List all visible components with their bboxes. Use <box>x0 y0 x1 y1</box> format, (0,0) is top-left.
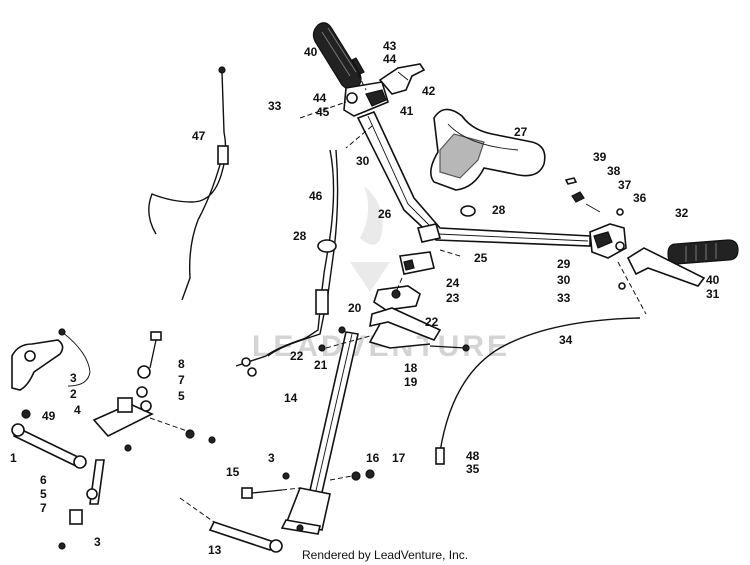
callout-45: 45 <box>316 105 330 119</box>
callout-31: 31 <box>706 287 720 301</box>
pitman-arm <box>92 397 154 437</box>
callout-13: 13 <box>208 543 222 557</box>
callout-33b: 33 <box>557 291 571 305</box>
steering-column <box>280 331 359 535</box>
callout-38: 38 <box>607 164 621 178</box>
switch-parts <box>564 177 624 216</box>
callout-41: 41 <box>400 104 414 118</box>
callout-21: 21 <box>314 358 328 372</box>
throttle-lever <box>378 63 426 95</box>
callout-39: 39 <box>593 150 607 164</box>
lower-link-parts <box>58 417 216 550</box>
callout-32: 32 <box>675 206 689 220</box>
callout-27: 27 <box>514 125 528 139</box>
callout-37: 37 <box>618 178 632 192</box>
nut-20 <box>338 326 346 334</box>
callouts: 40 43 44 42 44 45 41 33 47 27 30 39 38 3… <box>10 39 720 557</box>
callout-44: 44 <box>383 52 397 66</box>
callout-42: 42 <box>422 84 436 98</box>
callout-48: 48 <box>466 449 480 463</box>
callout-4: 4 <box>74 403 81 417</box>
callout-7b: 7 <box>40 501 47 515</box>
callout-23: 23 <box>446 291 460 305</box>
callout-1: 1 <box>10 451 17 465</box>
callout-43: 43 <box>383 39 397 53</box>
callout-14: 14 <box>284 391 298 405</box>
drag-link <box>11 409 87 469</box>
leader-curve <box>61 331 91 387</box>
callout-46: 46 <box>309 189 323 203</box>
callout-25: 25 <box>474 251 488 265</box>
brake-lever <box>626 247 706 287</box>
callout-20: 20 <box>348 301 362 315</box>
tie-rod <box>179 497 283 553</box>
callout-3c: 3 <box>268 451 275 465</box>
washer-22 <box>318 344 326 352</box>
callout-3: 3 <box>70 371 77 385</box>
callout-35: 35 <box>466 462 480 476</box>
callout-2: 2 <box>70 387 77 401</box>
brake-cable-34 <box>435 282 641 465</box>
retaining-ring-28 <box>460 205 476 217</box>
callout-8: 8 <box>178 357 185 371</box>
callout-3b: 3 <box>94 535 101 549</box>
callout-22b: 22 <box>290 349 304 363</box>
callout-28b: 28 <box>293 229 307 243</box>
right-grip <box>667 239 739 265</box>
callout-24: 24 <box>446 276 460 290</box>
callout-6: 6 <box>40 473 47 487</box>
steering-arm-bracket <box>11 339 64 391</box>
retaining-ring-28-left <box>317 239 337 253</box>
bolt-16 <box>329 469 375 481</box>
callout-34: 34 <box>559 333 573 347</box>
left-grip <box>312 22 362 91</box>
callout-40: 40 <box>304 45 318 59</box>
callout-5: 5 <box>178 389 185 403</box>
callout-19: 19 <box>404 375 418 389</box>
callout-16: 16 <box>366 451 380 465</box>
spindle-bolt-8 <box>136 331 162 398</box>
callout-49: 49 <box>42 409 56 423</box>
handlebar-pad <box>430 108 546 191</box>
left-control-housing <box>343 81 389 117</box>
callout-29: 29 <box>557 257 571 271</box>
column-bracket <box>368 307 470 352</box>
callout-17: 17 <box>392 451 406 465</box>
screw-43 <box>351 57 367 91</box>
callout-33: 33 <box>268 99 282 113</box>
callout-30: 30 <box>356 154 370 168</box>
right-control-housing <box>589 223 627 259</box>
callout-7: 7 <box>178 373 185 387</box>
upper-column-block <box>373 223 442 311</box>
callout-44b: 44 <box>313 91 327 105</box>
callout-40b: 40 <box>706 273 720 287</box>
throttle-cable-47 <box>148 66 229 301</box>
bolt-15 <box>241 472 301 499</box>
assembly-leaders <box>299 101 647 315</box>
callout-18: 18 <box>404 361 418 375</box>
callout-28: 28 <box>492 203 506 217</box>
watermark-logo <box>350 186 390 292</box>
callout-30b: 30 <box>557 273 571 287</box>
callout-5b: 5 <box>40 487 47 501</box>
footer-credit: Rendered by LeadVenture, Inc. <box>302 548 469 562</box>
callout-15: 15 <box>226 465 240 479</box>
callout-22: 22 <box>425 315 439 329</box>
callout-47: 47 <box>192 129 206 143</box>
callout-26: 26 <box>378 207 392 221</box>
callout-36: 36 <box>633 191 647 205</box>
